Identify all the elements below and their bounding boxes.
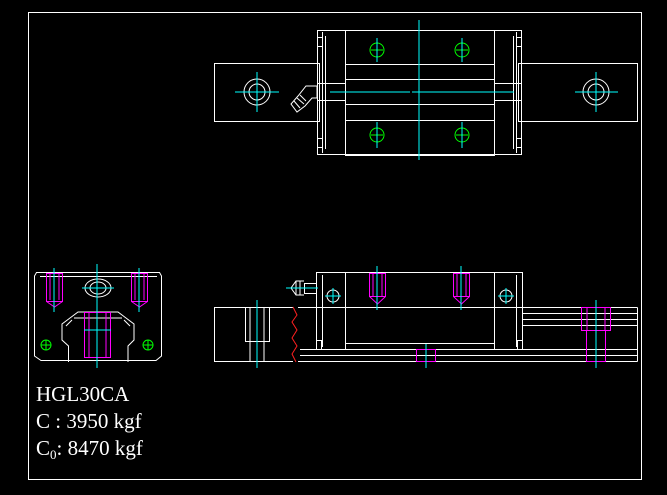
end-view-block xyxy=(34,272,162,361)
end-view-centerlines xyxy=(53,264,140,368)
static-load-label: C xyxy=(36,436,51,460)
static-load-rating: C0: 8470 kgf xyxy=(36,435,143,462)
model-name: HGL30CA xyxy=(36,382,130,406)
side-view-bolts xyxy=(369,273,611,362)
drawing-frame xyxy=(28,12,642,480)
static-load-subscript: 0 xyxy=(50,447,57,462)
side-view-block xyxy=(316,272,523,350)
top-view-centerlines xyxy=(235,20,618,160)
top-view xyxy=(214,30,638,156)
side-view-rail xyxy=(214,307,293,362)
dynamic-load-label: C : xyxy=(36,409,67,433)
dynamic-load-value: 3950 kgf xyxy=(66,409,142,433)
dynamic-load-rating: C : 3950 kgf xyxy=(36,408,142,435)
end-view-rail-profile xyxy=(61,311,135,362)
left-flange xyxy=(214,63,320,122)
break-line xyxy=(291,306,298,363)
end-view-holes xyxy=(40,339,154,351)
side-view-centerlines xyxy=(256,266,597,368)
block-top-plate xyxy=(345,30,495,156)
right-flange xyxy=(518,63,638,122)
static-load-value: 8470 kgf xyxy=(67,436,143,460)
static-load-label-colon: : xyxy=(56,436,68,460)
end-view xyxy=(34,272,162,362)
grease-nipple-top xyxy=(290,85,318,113)
